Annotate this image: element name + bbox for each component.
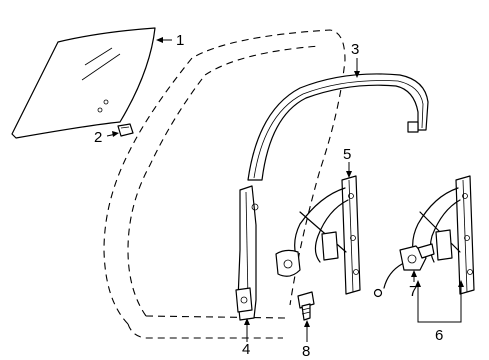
callout-7: 7 [409,283,417,300]
run-channel [247,73,429,181]
regulator-left [275,175,361,295]
door-outline [103,29,346,339]
callout-2: 2 [94,129,102,146]
callout-4: 4 [242,341,250,358]
regulator-motor [373,243,435,298]
rear-channel [235,185,259,321]
leader-lines [106,37,464,342]
callout-6: 6 [435,327,443,344]
callout-1: 1 [176,32,184,49]
regulator-right [412,175,475,295]
callout-8: 8 [302,343,310,360]
door-glass [11,27,156,139]
callout-5: 5 [343,146,351,163]
bolt [297,291,315,321]
glass-clip [117,123,134,137]
callout-3: 3 [351,41,359,58]
